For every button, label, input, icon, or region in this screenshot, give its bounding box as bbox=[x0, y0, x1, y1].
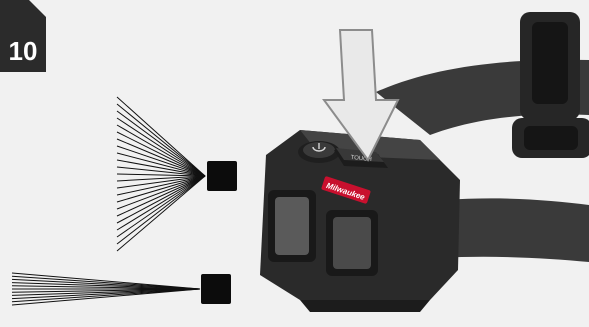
spot-beam-icon bbox=[11, 272, 201, 306]
svg-text:TOUCH: TOUCH bbox=[350, 155, 372, 163]
spot-mode-indicator bbox=[201, 274, 231, 304]
flood-beam-icon bbox=[116, 96, 206, 252]
strap-buckle bbox=[512, 12, 589, 158]
power-button[interactable] bbox=[298, 141, 340, 163]
page-corner-fold bbox=[29, 0, 46, 17]
down-arrow-icon bbox=[322, 29, 400, 162]
step-number: 10 bbox=[8, 36, 38, 66]
step-badge: 10 bbox=[0, 0, 46, 72]
flood-mode-indicator bbox=[207, 161, 237, 191]
touch-button[interactable]: TOUCH bbox=[334, 148, 388, 168]
power-icon bbox=[312, 143, 326, 152]
